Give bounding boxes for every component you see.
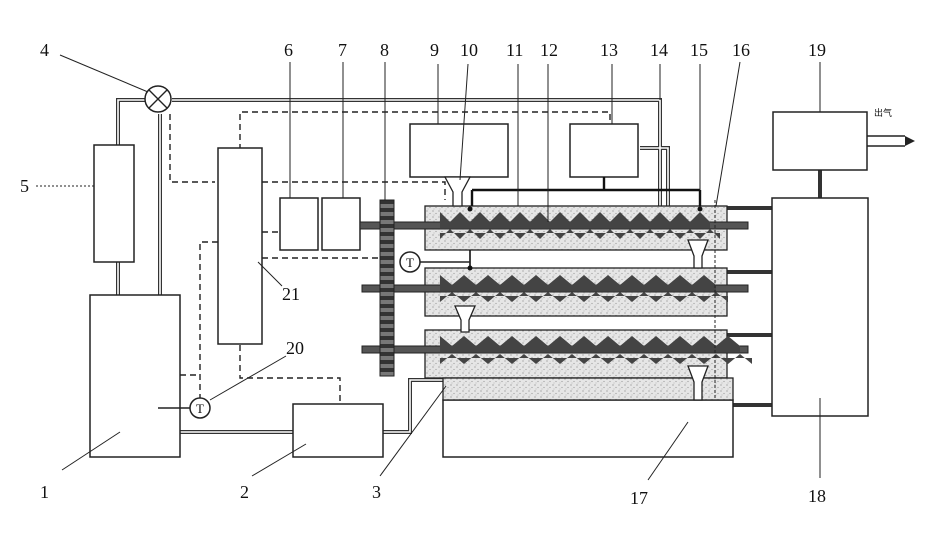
label-15: 15 bbox=[690, 40, 708, 60]
label-21: 21 bbox=[282, 284, 300, 304]
unit-7 bbox=[322, 198, 360, 250]
label-7: 7 bbox=[338, 40, 347, 60]
hopper-box-9 bbox=[410, 124, 508, 177]
controller-21 bbox=[218, 148, 262, 344]
label-20: 20 bbox=[286, 338, 304, 358]
unit-2 bbox=[293, 404, 383, 457]
sensor-barrel-symbol: T bbox=[406, 255, 414, 270]
outlet-label: 出气 bbox=[874, 107, 892, 119]
gas-outlet: 出气 bbox=[867, 107, 915, 146]
unit-19 bbox=[773, 112, 867, 170]
label-12: 12 bbox=[540, 40, 558, 60]
hopper-box-13 bbox=[570, 124, 638, 177]
drive-gear-8 bbox=[380, 200, 394, 376]
label-18: 18 bbox=[808, 486, 826, 506]
sensor-20-symbol: T bbox=[196, 401, 204, 416]
unit-5 bbox=[94, 145, 134, 262]
label-19: 19 bbox=[808, 40, 826, 60]
label-2: 2 bbox=[240, 482, 249, 502]
label-14: 14 bbox=[650, 40, 668, 60]
label-8: 8 bbox=[380, 40, 389, 60]
tank-1 bbox=[90, 295, 180, 457]
unit-18 bbox=[772, 198, 868, 416]
label-1: 1 bbox=[40, 482, 49, 502]
label-9: 9 bbox=[430, 40, 439, 60]
barrel-trough-top bbox=[443, 378, 733, 400]
trough-17 bbox=[443, 400, 733, 457]
label-4: 4 bbox=[40, 40, 49, 60]
label-6: 6 bbox=[284, 40, 293, 60]
label-5: 5 bbox=[20, 176, 29, 196]
label-17: 17 bbox=[630, 488, 648, 508]
barrel-bottom bbox=[425, 330, 727, 378]
unit-6 bbox=[280, 198, 318, 250]
label-10: 10 bbox=[460, 40, 478, 60]
label-16: 16 bbox=[732, 40, 750, 60]
label-3: 3 bbox=[372, 482, 381, 502]
label-13: 13 bbox=[600, 40, 618, 60]
label-11: 11 bbox=[506, 40, 523, 60]
valve-4-icon bbox=[145, 86, 171, 112]
